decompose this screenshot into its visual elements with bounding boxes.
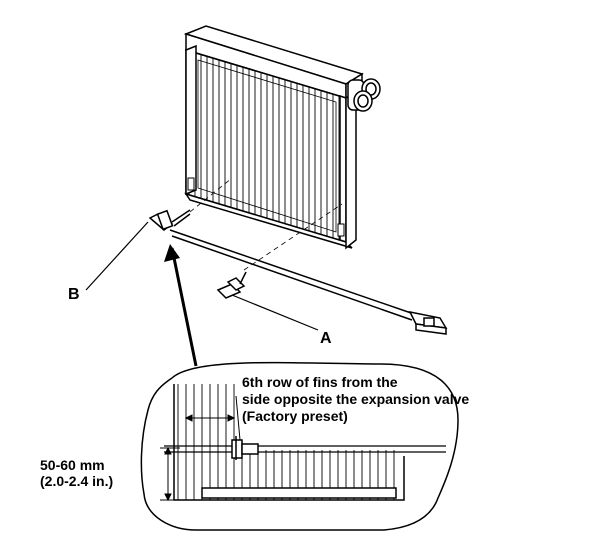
harness-clip [216,271,247,299]
expansion-valve-fittings [347,78,381,112]
depth-label-mm: 50-60 mm [40,457,105,473]
side-plate-left [185,44,197,196]
probe-insertion-line [189,177,233,213]
sensor-probe [148,209,191,231]
fastener-right [337,223,345,237]
harness-wire-upper [169,229,415,315]
fastener-left [187,177,195,191]
callout-b: B [68,221,149,303]
detail-fins [177,384,395,500]
fin-note-line1: 6th row of fins from the [242,374,398,390]
callout-a: A [231,294,332,347]
core-depth-side [345,90,357,250]
detail-arrow-head [164,244,180,262]
detail-frame-outer [173,384,405,501]
fin-note-line2: side opposite the expansion valve [242,391,469,407]
clip-top [226,277,246,291]
detail-probe-clip [231,439,243,459]
label-b: B [68,286,80,303]
fin-note-line3: (Factory preset) [242,408,348,424]
label-a: A [320,330,332,347]
probe-tip-lower [173,213,191,227]
detail-probe-head [241,443,259,455]
fin-row-dimension [184,414,236,422]
fin-row-dim-arrow-right [227,414,236,422]
leader-dashed [189,177,343,271]
detail-arrow-shaft [170,247,198,367]
side-plate-right [339,94,347,244]
sensor-harness [169,229,415,321]
detail-bottom-tank [201,487,397,499]
probe-clip [156,209,174,231]
depth-label-in: (2.0-2.4 in.) [40,473,113,489]
harness-connector [408,310,448,335]
depth-dimension [160,446,180,502]
detail-probe [164,436,446,460]
detail-core-frame [173,384,405,501]
probe-tip [171,209,191,223]
connector-latch [423,317,435,327]
callout-a-leader [231,294,319,331]
clip-pin [239,271,247,285]
detail-arrow [164,244,198,367]
fin-note-leader [235,395,241,441]
detail-view: 6th row of fins from the side opposite t… [40,361,469,531]
pipe-outlet-lower-bore [357,94,369,108]
depth-arrow-top [164,446,172,455]
harness-wire-lower [171,235,413,321]
clip-alignment-line [243,203,343,271]
bottom-tank [184,192,353,249]
evaporator-core [183,25,364,250]
fin-frame [197,59,337,233]
fin-row-dim-arrow-left [184,414,193,422]
callout-b-leader [85,221,149,291]
depth-arrow-bottom [164,493,172,502]
core-fasteners [187,177,345,237]
